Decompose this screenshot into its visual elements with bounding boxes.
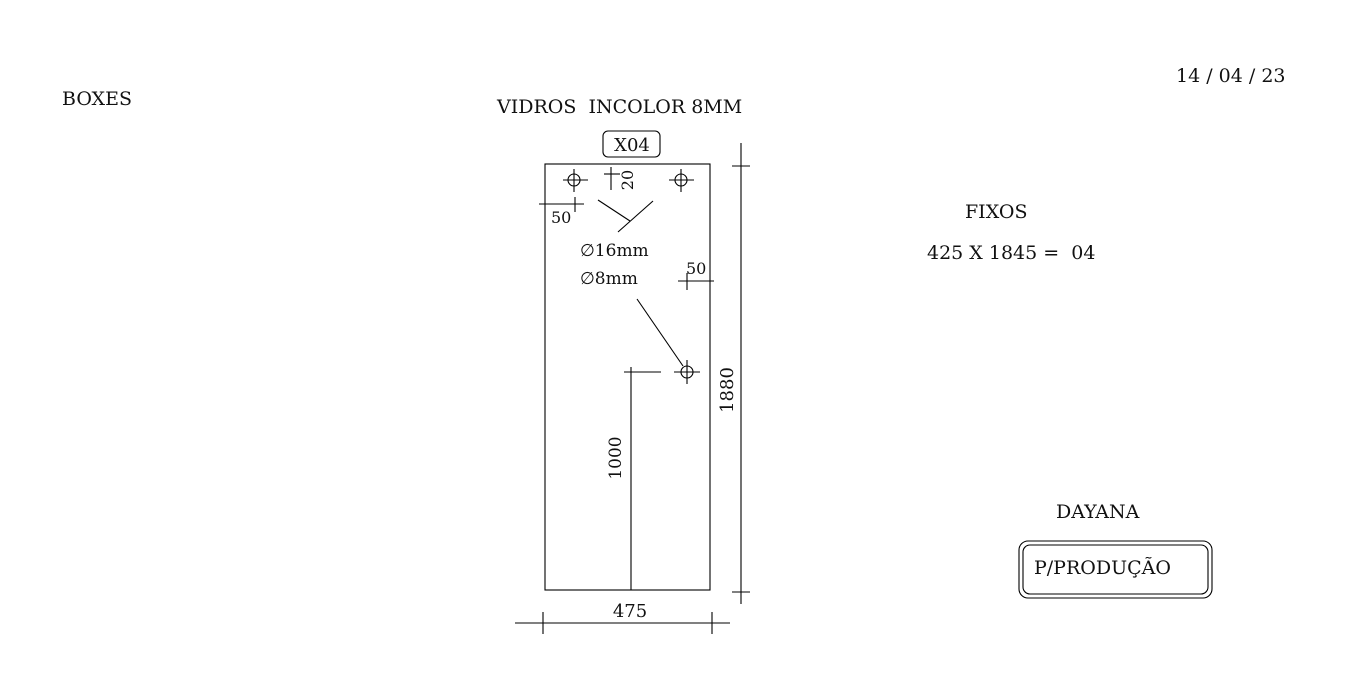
date-label: 14 / 04 / 23 (1176, 65, 1286, 87)
dim-right-offset: 50 (686, 259, 706, 278)
section-label: BOXES (62, 88, 132, 110)
leader-line-left (597, 199, 631, 222)
hole-top-left (563, 169, 588, 192)
hole-size-large: ∅16mm (580, 241, 649, 261)
glass-panel (544, 163, 711, 591)
production-stamp: P/PRODUÇÃO (1034, 557, 1171, 579)
hole-handle (674, 360, 700, 384)
leader-line-handle (636, 298, 684, 367)
dim-height: 1880 (717, 367, 738, 413)
designer-name: DAYANA (1056, 501, 1140, 523)
glass-spec-title: VIDROS INCOLOR 8MM (496, 96, 742, 118)
hole-size-small: ∅8mm (580, 269, 638, 289)
stamp-inner-border (1022, 544, 1209, 595)
dim-left-offset: 50 (551, 208, 571, 227)
spec-label: FIXOS (965, 201, 1027, 223)
dim-width: 475 (613, 601, 647, 622)
spec-formula: 425 X 1845 = 04 (927, 242, 1095, 264)
quantity-tag-box (602, 130, 661, 158)
stamp-outer-border (1018, 540, 1213, 599)
dim-top-offset: 20 (618, 170, 637, 190)
hole-top-right (669, 169, 694, 192)
quantity-tag: X04 (614, 135, 650, 156)
leader-line-right (617, 200, 654, 233)
dim-handle-height: 1000 (606, 436, 626, 479)
